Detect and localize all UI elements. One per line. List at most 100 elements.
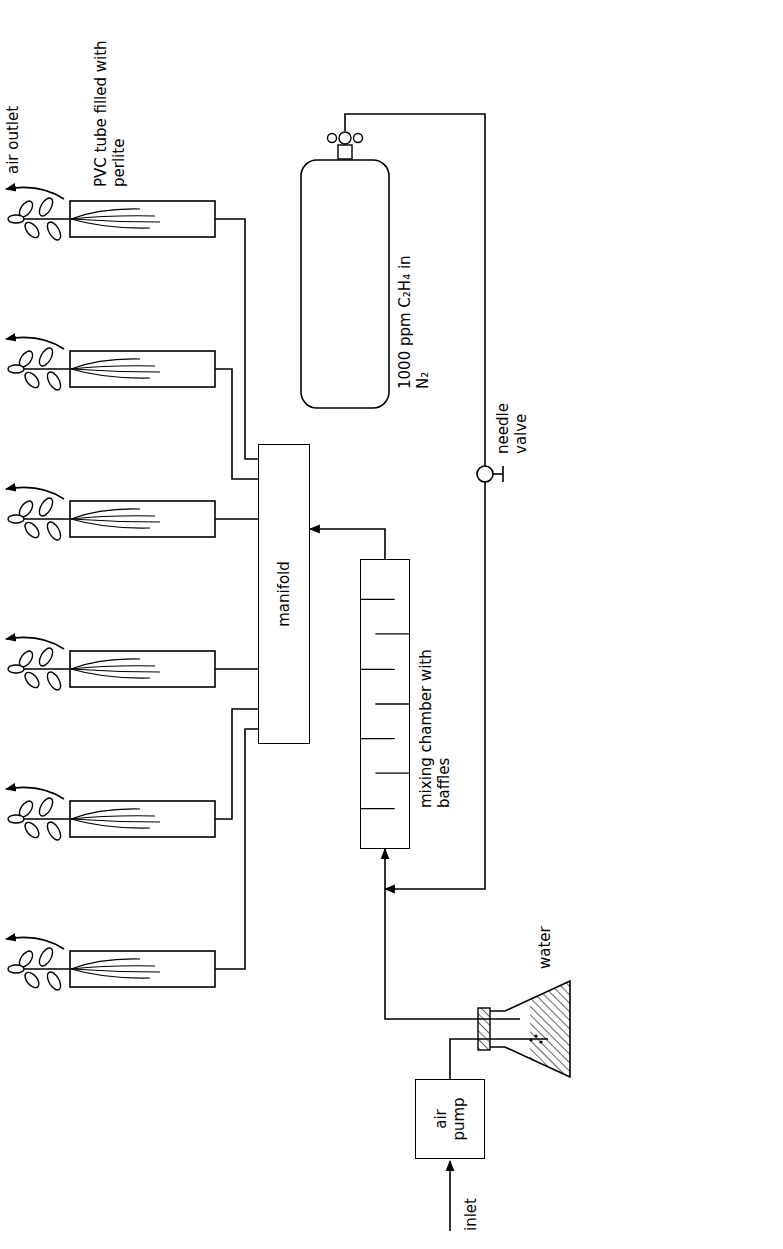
air-pump-box: air pump bbox=[415, 1079, 485, 1159]
pvc-tube bbox=[70, 351, 215, 387]
cylinder-body bbox=[301, 160, 389, 408]
pipe-connector bbox=[310, 529, 385, 559]
plant-stem bbox=[24, 218, 70, 220]
water-hatching bbox=[530, 981, 570, 1077]
baffle bbox=[361, 669, 395, 670]
flask-stopper bbox=[478, 1008, 490, 1050]
baffle bbox=[361, 808, 395, 809]
tube-label: PVC tube filled with perlite bbox=[92, 19, 128, 187]
root bbox=[71, 366, 155, 369]
node-label: mixing chamber with baffles bbox=[417, 608, 453, 808]
bubble bbox=[539, 1040, 542, 1043]
pvc-tube bbox=[70, 201, 215, 237]
leaf bbox=[45, 370, 64, 392]
cylinder-valve-knob bbox=[339, 132, 351, 144]
inlet-arrow bbox=[449, 1161, 451, 1231]
pvc-tube bbox=[70, 501, 215, 537]
leaf bbox=[22, 820, 41, 840]
node-label: air pump bbox=[432, 1087, 468, 1151]
leaf bbox=[8, 365, 24, 373]
baffles bbox=[361, 560, 409, 848]
node-label: manifold bbox=[275, 561, 293, 627]
root bbox=[71, 519, 160, 522]
manifold-feed-line bbox=[215, 729, 258, 969]
leaf bbox=[37, 796, 56, 818]
leaf bbox=[22, 520, 41, 540]
root bbox=[71, 969, 160, 972]
leaf bbox=[45, 220, 64, 242]
plant-stem bbox=[24, 518, 70, 520]
baffle bbox=[361, 738, 395, 739]
root bbox=[71, 816, 155, 819]
leaf bbox=[8, 815, 24, 823]
baffle bbox=[361, 599, 395, 600]
air-outlet-arrow bbox=[6, 187, 64, 199]
leaf bbox=[8, 665, 24, 673]
needle-valve-handle bbox=[502, 466, 504, 482]
root bbox=[71, 659, 140, 669]
root bbox=[71, 359, 140, 369]
leaf bbox=[8, 215, 24, 223]
root bbox=[71, 509, 140, 519]
root bbox=[71, 219, 160, 222]
root bbox=[71, 669, 160, 672]
baffle bbox=[375, 633, 409, 634]
plant-stem bbox=[24, 968, 70, 970]
leaf bbox=[45, 970, 64, 992]
pvc-tube bbox=[70, 951, 215, 987]
air-outlet-label: air outlet bbox=[4, 54, 22, 174]
root bbox=[71, 666, 155, 669]
root bbox=[71, 369, 160, 372]
water-flask bbox=[490, 981, 570, 1077]
leaf bbox=[37, 496, 56, 518]
cylinder-neck bbox=[338, 145, 352, 159]
root bbox=[71, 669, 150, 678]
plant-stem bbox=[24, 368, 70, 370]
leaf bbox=[45, 520, 64, 542]
leaf bbox=[45, 820, 64, 842]
leaf bbox=[37, 946, 56, 968]
root bbox=[71, 819, 150, 828]
plant-stem bbox=[24, 668, 70, 670]
leaf bbox=[37, 196, 56, 218]
leaf bbox=[37, 646, 56, 668]
manifold-feed-line bbox=[215, 668, 258, 670]
cylinder-outline bbox=[300, 159, 390, 409]
air-outlet-arrow bbox=[6, 637, 64, 649]
root bbox=[71, 959, 140, 969]
root bbox=[71, 216, 155, 219]
water-label: water bbox=[536, 899, 554, 969]
inlet-label: inlet bbox=[462, 1161, 480, 1231]
pvc-tube bbox=[70, 801, 215, 837]
air-outlet-arrow bbox=[6, 337, 64, 349]
manifold-box: manifold bbox=[258, 444, 310, 744]
air-outlet-arrow bbox=[6, 787, 64, 799]
air-outlet-arrow bbox=[6, 937, 64, 949]
root bbox=[71, 819, 160, 822]
pvc-tube bbox=[70, 651, 215, 687]
mixing-chamber: mixing chamber with baffles bbox=[360, 559, 410, 849]
leaf bbox=[8, 965, 24, 973]
plant-stem bbox=[24, 818, 70, 820]
root bbox=[71, 369, 150, 378]
root bbox=[71, 516, 155, 519]
leaf bbox=[22, 370, 41, 390]
leaf bbox=[45, 670, 64, 692]
leaf bbox=[22, 970, 41, 990]
cylinder-valve-knob bbox=[328, 134, 337, 143]
baffle bbox=[375, 772, 409, 773]
baffle bbox=[375, 703, 409, 704]
root bbox=[71, 519, 150, 528]
root bbox=[71, 966, 155, 969]
node-label: 1000 ppm C₂H₄ in N₂ bbox=[396, 239, 432, 389]
cylinder-valve-knob bbox=[354, 134, 363, 143]
root bbox=[71, 219, 150, 228]
manifold-feed-line bbox=[215, 518, 258, 520]
bubble bbox=[534, 1034, 537, 1037]
manifold-feed-line bbox=[215, 369, 258, 479]
root bbox=[71, 969, 150, 978]
needle-valve-body bbox=[477, 466, 493, 482]
leaf bbox=[37, 346, 56, 368]
pipe-connector bbox=[385, 849, 548, 1079]
leaf bbox=[8, 515, 24, 523]
